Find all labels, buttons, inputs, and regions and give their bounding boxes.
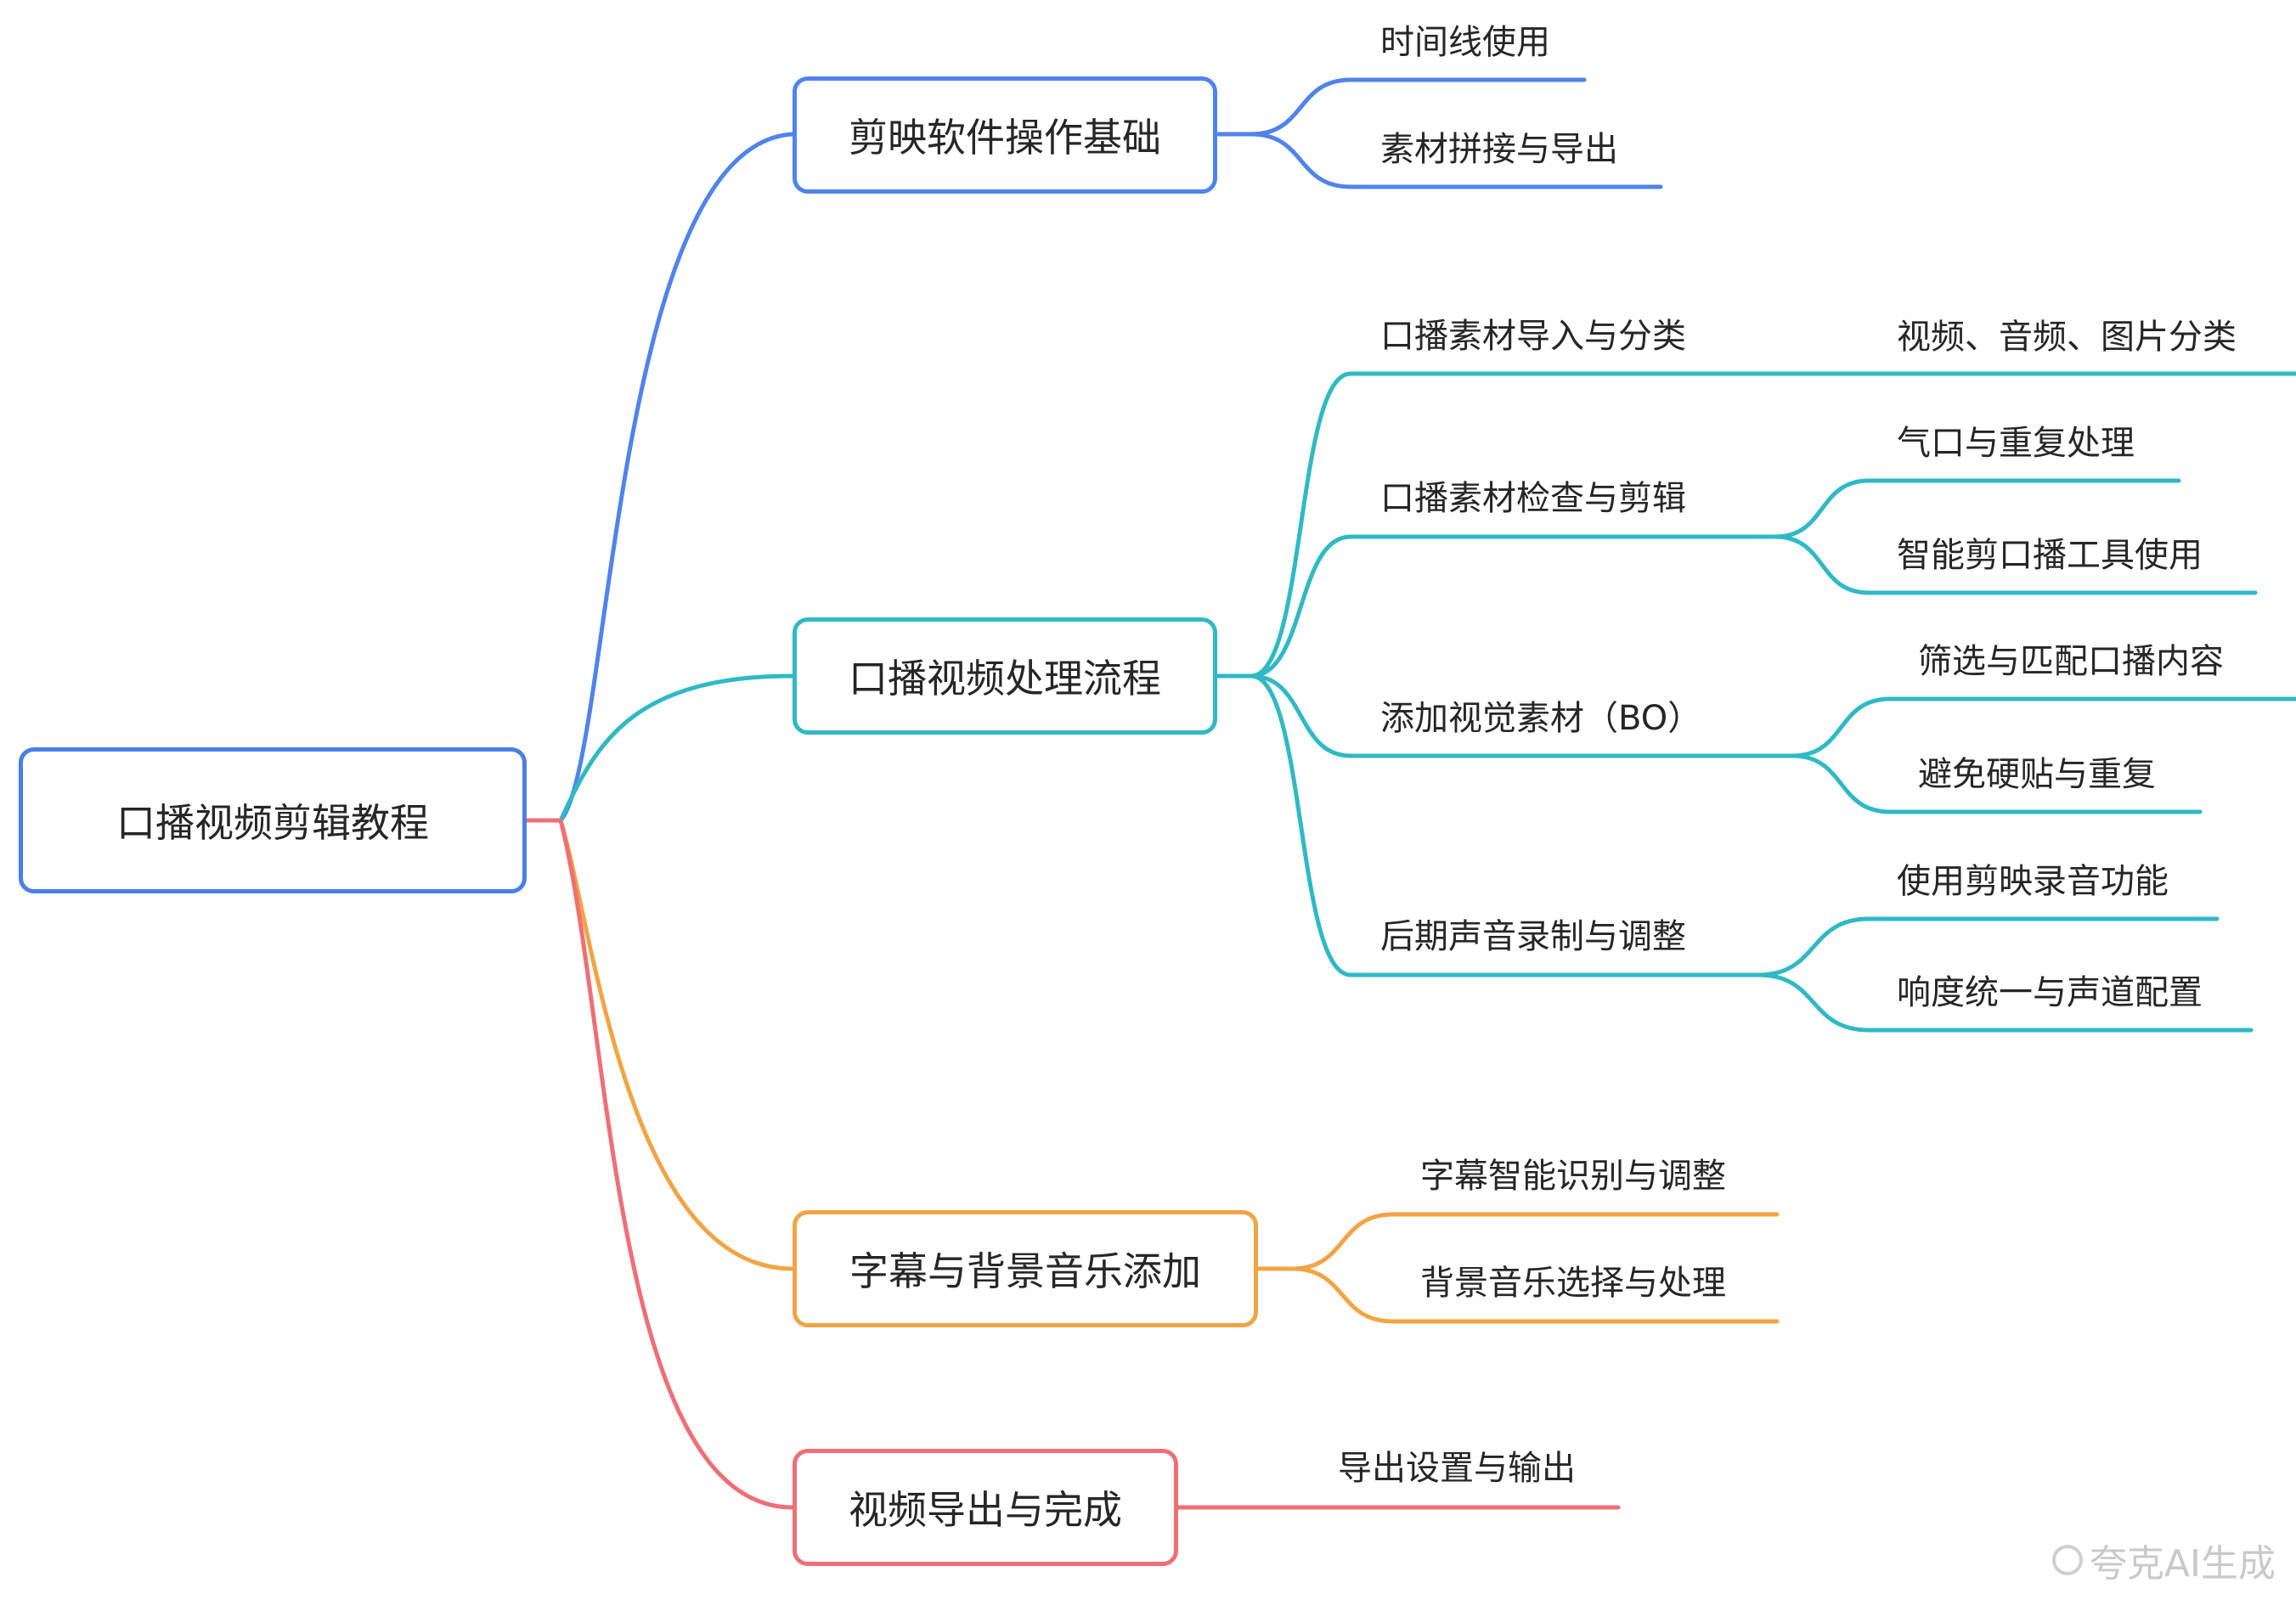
branch-1-child-1 (1249, 534, 1761, 679)
branch-0-child-0 (1249, 77, 1587, 137)
root-topic-label: 口播视频剪辑教程 (116, 800, 429, 846)
sub-2-child-0 (1790, 696, 2296, 758)
subtopic-smart-cut-tool[interactable]: 智能剪口播工具使用 (1897, 536, 2203, 575)
branch-1-child-3 (1249, 673, 1761, 977)
subtopic-avoid-repeat[interactable]: 避免硬贴与重复 (1918, 755, 2156, 794)
subtopic-timeline[interactable]: 时间线使用 (1380, 23, 1550, 62)
subtopic-filter-match[interactable]: 筛选与匹配口播内容 (1918, 642, 2224, 681)
subtopic-add-visual[interactable]: 添加视觉素材（BO） (1380, 699, 1702, 738)
subtopic-import-classify[interactable]: 口播素材导入与分类 (1380, 317, 1686, 356)
watermark: 夸克AI生成 (2051, 1533, 2276, 1587)
subtopic-subtitle-recognition[interactable]: 字幕智能识别与调整 (1420, 1157, 1726, 1196)
branch-1-child-2 (1249, 673, 1795, 758)
branch-topic-label: 剪映软件操作基础 (849, 115, 1161, 161)
branch-topic-export[interactable]: 视频导出与完成 (793, 1449, 1178, 1566)
sub-2-child-1 (1790, 753, 2203, 814)
subtopic-record-feature[interactable]: 使用剪映录音功能 (1897, 862, 2169, 901)
sub-1-child-1 (1773, 534, 2258, 595)
subtopic-breath-repeat[interactable]: 气口与重复处理 (1897, 424, 2135, 463)
subtopic-media-classify[interactable]: 视频、音频、图片分类 (1897, 318, 2237, 357)
subtopic-bgm-select[interactable]: 背景音乐选择与处理 (1420, 1264, 1726, 1303)
branch-topic-label: 视频导出与完成 (849, 1487, 1122, 1533)
subtopic-splice-export[interactable]: 素材拼接与导出 (1380, 130, 1618, 169)
root-to-branch-0 (558, 132, 795, 823)
branch-topic-processing-flow[interactable]: 口播视频处理流程 (793, 617, 1217, 735)
branch-2-child-0 (1289, 1212, 1780, 1271)
watermark-logo-icon (2051, 1545, 2083, 1575)
watermark-text: 夸克AI生成 (2089, 1542, 2276, 1586)
subtopic-export-settings[interactable]: 导出设置与输出 (1338, 1449, 1576, 1488)
root-to-branch-3 (558, 818, 795, 1510)
branch-topic-label: 字幕与背景音乐添加 (849, 1248, 1201, 1294)
sub-3-child-1 (1756, 972, 2254, 1033)
subtopic-check-edit[interactable]: 口播素材检查与剪辑 (1380, 479, 1686, 518)
branch-topic-subtitles-music[interactable]: 字幕与背景音乐添加 (793, 1210, 1258, 1327)
subtopic-audio-record[interactable]: 后期声音录制与调整 (1380, 917, 1686, 956)
root-topic[interactable]: 口播视频剪辑教程 (19, 747, 527, 893)
sub-1-child-0 (1773, 478, 2181, 539)
root-to-branch-1 (558, 673, 795, 823)
sub-3-child-0 (1756, 916, 2220, 977)
branch-topic-label: 口播视频处理流程 (849, 656, 1161, 701)
branch-1-child-0 (1249, 371, 1880, 679)
branch-0-child-1 (1249, 132, 1663, 189)
subtopic-loudness-channel[interactable]: 响度统一与声道配置 (1897, 973, 2203, 1012)
branch-topic-editing-basics[interactable]: 剪映软件操作基础 (793, 76, 1217, 194)
branch-2-child-1 (1289, 1266, 1780, 1324)
